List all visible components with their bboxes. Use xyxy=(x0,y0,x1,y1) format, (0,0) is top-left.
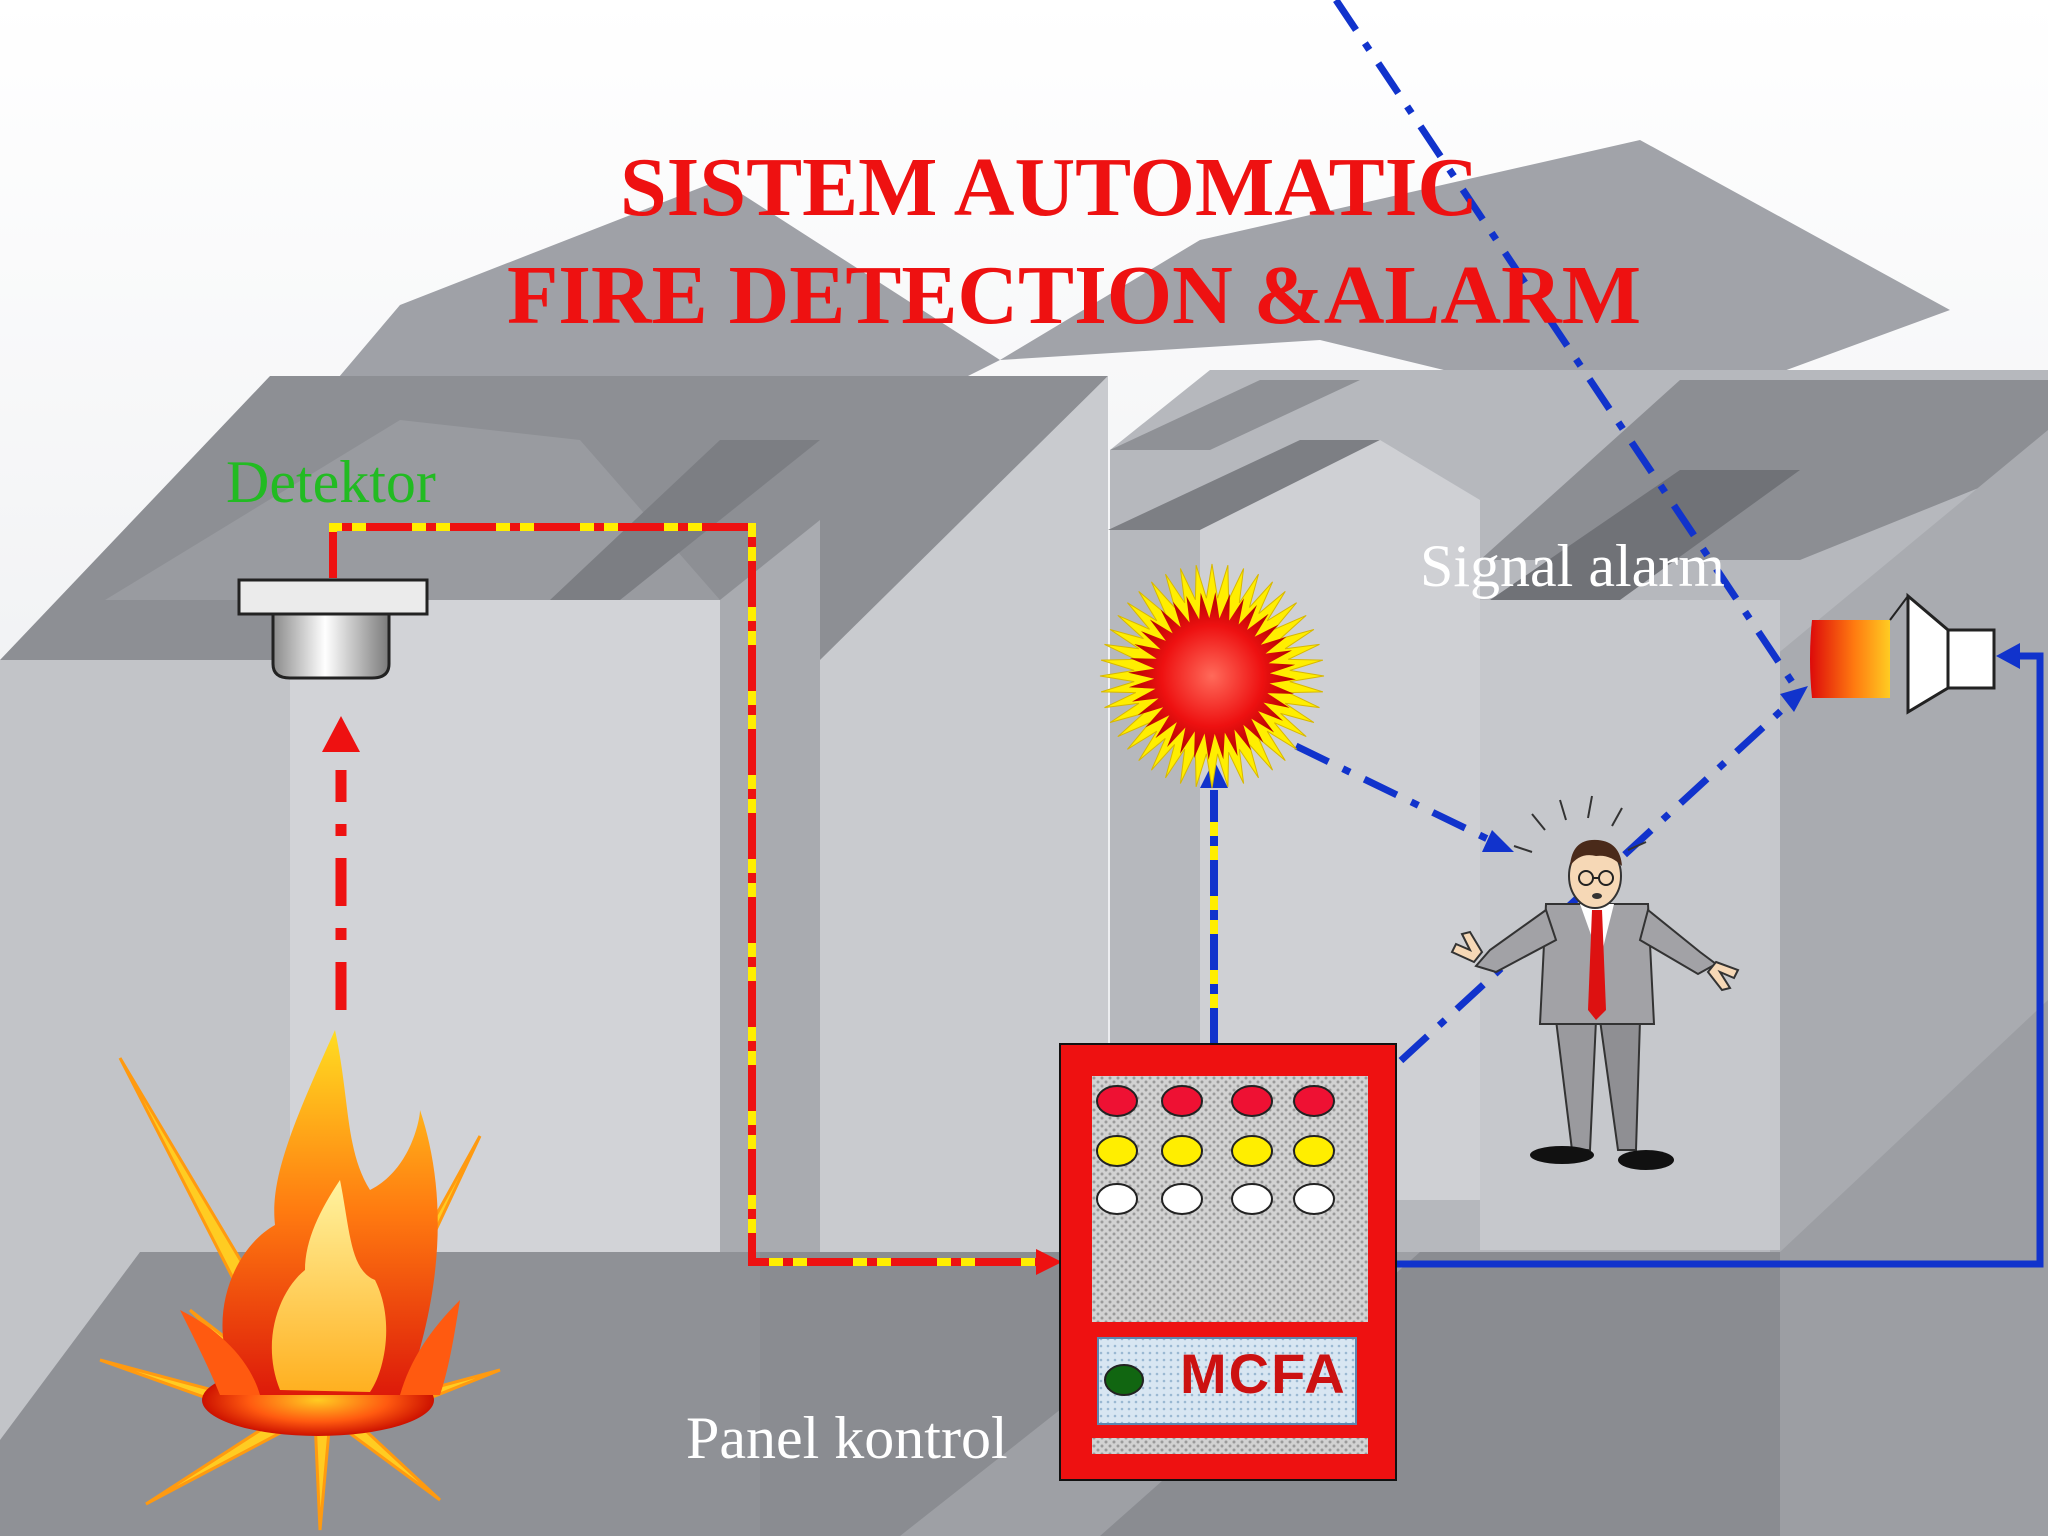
fire-to-detector-arrow xyxy=(322,716,360,1010)
title-line-2: FIRE DETECTION &ALARM xyxy=(506,249,1642,342)
detector-label: Detektor xyxy=(226,449,436,515)
horn-speaker-icon xyxy=(1810,592,1996,715)
alarmed-person-icon xyxy=(1450,795,1740,1170)
detector-to-panel-line xyxy=(329,523,1062,1275)
fire-icon xyxy=(99,1030,501,1531)
strobe-to-person-arrow xyxy=(1294,742,1514,852)
strobe-light-icon xyxy=(1099,563,1325,789)
signal-alarm-label: Signal alarm xyxy=(1420,533,1725,599)
panel-indicator-grid xyxy=(1096,1085,1335,1215)
smoke-detector-icon xyxy=(237,578,429,680)
panel-to-horn-wire xyxy=(1396,643,2044,1268)
control-panel-label: Panel kontrol xyxy=(686,1405,1008,1471)
title-line-1: SISTEM AUTOMATIC xyxy=(619,141,1479,234)
strobe-core xyxy=(1128,592,1296,760)
building-illustration xyxy=(0,140,2048,1536)
control-panel-icon xyxy=(1059,1043,1397,1481)
panel-brand-label: MCFA xyxy=(1180,1342,1347,1405)
